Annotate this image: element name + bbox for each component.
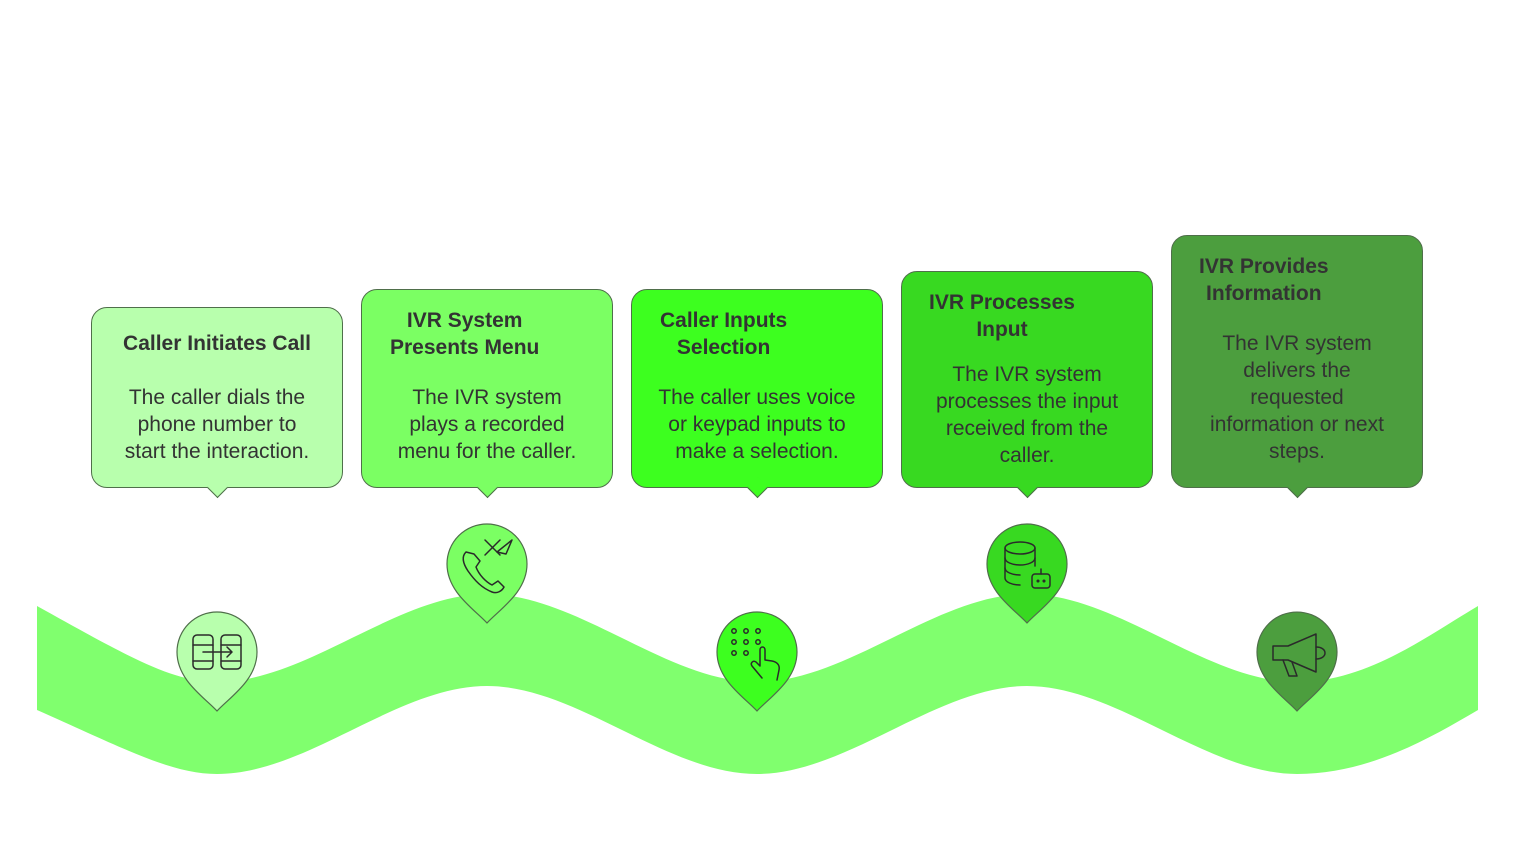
step-4-pin-shape — [986, 523, 1068, 624]
step-4-card: IVR Processes Input The IVR system proce… — [901, 271, 1153, 499]
step-2-pin — [446, 523, 528, 624]
step-1-title: Caller Initiates Call — [123, 332, 311, 355]
step-3-pin-shape — [716, 611, 798, 712]
step-3-title: Caller Inputs Selection — [660, 309, 788, 359]
step-2-pin-shape — [446, 523, 528, 624]
phone-menu-icon — [462, 539, 513, 594]
megaphone-icon — [1272, 633, 1326, 677]
step-5-pin — [1256, 611, 1338, 712]
step-1-card: Caller Initiates Call The caller dials t… — [91, 307, 343, 499]
step-1-pin — [176, 611, 258, 712]
phone-transfer-icon — [192, 634, 242, 670]
step-2-card: IVR System Presents Menu The IVR system … — [361, 289, 613, 499]
step-2-description: The IVR system plays a recorded menu for… — [397, 386, 577, 463]
step-5-title: IVR Provides Information — [1199, 255, 1329, 305]
keypad-touch-icon — [731, 628, 780, 681]
step-5-description: The IVR system delivers the requested in… — [1210, 332, 1384, 463]
step-3-pin — [716, 611, 798, 712]
step-1-description: The caller dials the phone number to sta… — [124, 386, 310, 463]
step-1-pin-shape — [176, 611, 258, 712]
step-3-description: The caller uses voice or keypad inputs t… — [658, 386, 856, 463]
step-4-description: The IVR system processes the input recei… — [935, 363, 1119, 467]
step-4-title: IVR Processes Input — [929, 291, 1075, 341]
step-3-card: Caller Inputs Selection The caller uses … — [631, 289, 883, 499]
step-5-pin-shape — [1256, 611, 1338, 712]
step-5-card: IVR Provides Information The IVR system … — [1171, 235, 1423, 499]
step-4-pin — [986, 523, 1068, 624]
database-bot-icon — [1004, 541, 1051, 589]
step-2-title: IVR System Presents Menu — [390, 309, 540, 359]
